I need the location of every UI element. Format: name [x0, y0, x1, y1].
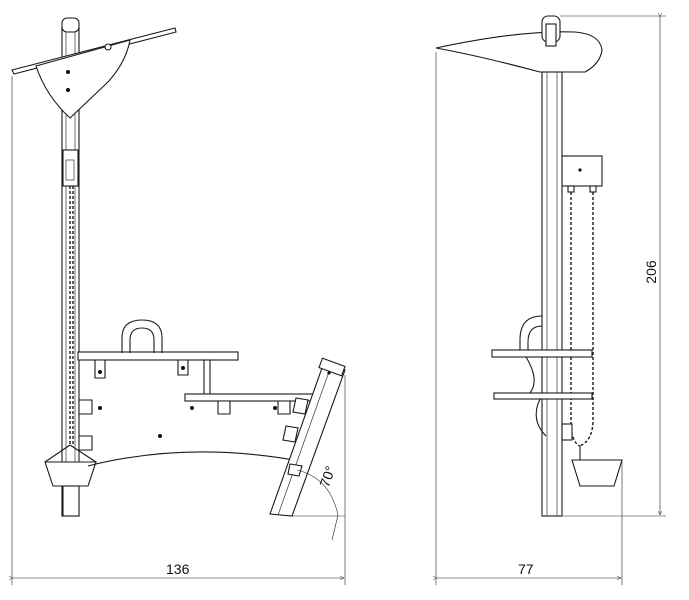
inclined-post: [269, 367, 346, 517]
bucket: [44, 461, 97, 487]
side-chain: [570, 192, 581, 447]
post-cap: [61, 17, 80, 33]
side-roof: [435, 31, 603, 73]
upper-platform: [77, 351, 239, 361]
side-post: [541, 71, 563, 517]
left-width-label: 136: [166, 561, 190, 577]
side-view: 77 206: [436, 16, 666, 585]
front-view: 70° 136: [12, 17, 346, 585]
arc-bridge: [87, 451, 306, 467]
side-bucket: [571, 459, 623, 487]
angle-label: 70°: [316, 464, 338, 489]
handle: [121, 319, 163, 353]
roof-gusset: [35, 39, 131, 119]
right-width-label: 77: [518, 561, 534, 577]
pulley-box: [561, 155, 603, 187]
right-height-label: 206: [643, 260, 659, 284]
